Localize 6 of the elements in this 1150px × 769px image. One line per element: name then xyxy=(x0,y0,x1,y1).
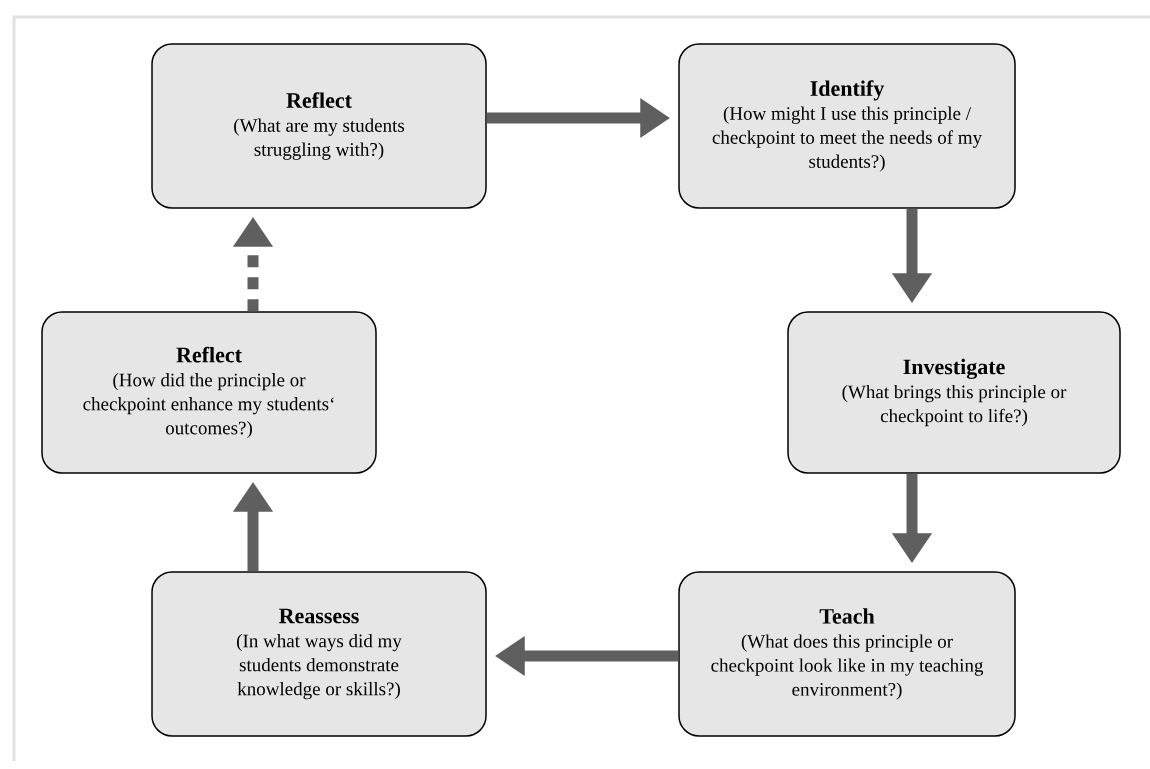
process-box: Teach (What does this principle or checkpoint look like in my teaching environment?) xyxy=(678,571,1016,737)
process-box: Reflect (What are my students struggling with?) xyxy=(151,43,487,209)
process-box: Investigate (What brings this principle or checkpoint to life?) xyxy=(787,311,1121,474)
process-box: Identify (How might I use this principle / checkpoint to meet the needs of my students?) xyxy=(678,43,1016,209)
process-box: Reassess (In what ways did my students demonstrate knowledge or skills?) xyxy=(151,571,487,737)
process-box: Reflect (How did the principle or checkpoint enhance my students‘ outcomes?) xyxy=(41,311,377,474)
